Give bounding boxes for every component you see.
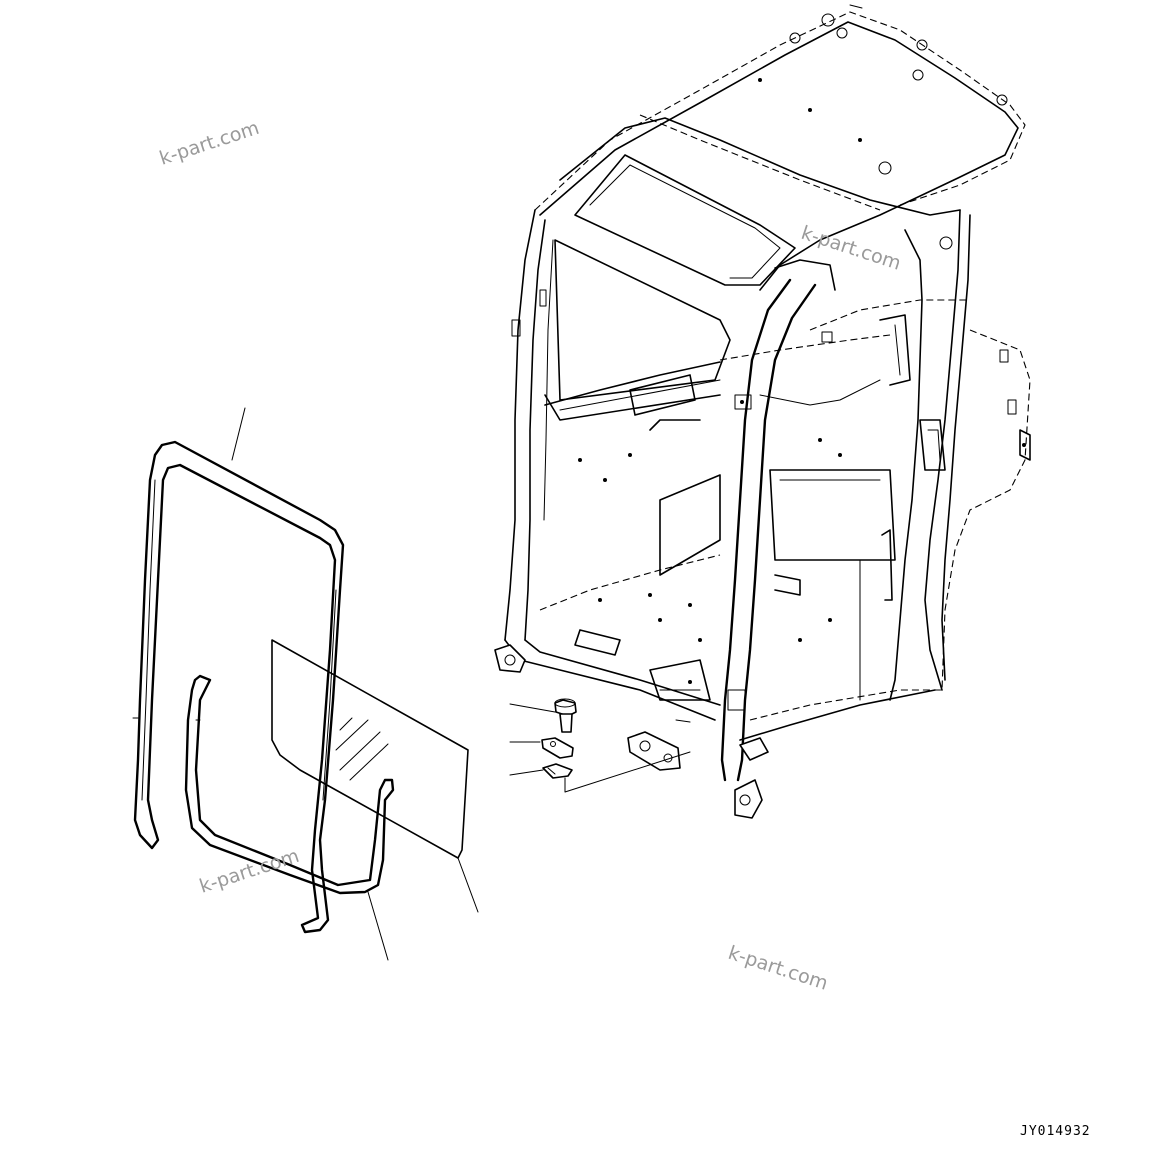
plate	[541, 737, 574, 759]
lower-seal	[184, 674, 395, 895]
stopper	[542, 763, 573, 779]
window-glass-seal	[132, 440, 345, 934]
watermark-text: k-part.com	[157, 117, 262, 170]
cab-frame	[494, 4, 1031, 819]
drawing-code: JY014932	[1020, 1124, 1091, 1139]
watermark-text: k-part.com	[197, 845, 302, 898]
watermarks: k-part.com k-part.com k-part.com k-part.…	[157, 117, 904, 995]
watermark-text: k-part.com	[798, 222, 903, 275]
watermark-text: k-part.com	[725, 942, 830, 995]
window-glass	[271, 639, 469, 859]
leader-lines	[231, 407, 691, 961]
bolt	[554, 698, 577, 733]
hardware-group	[541, 698, 577, 779]
